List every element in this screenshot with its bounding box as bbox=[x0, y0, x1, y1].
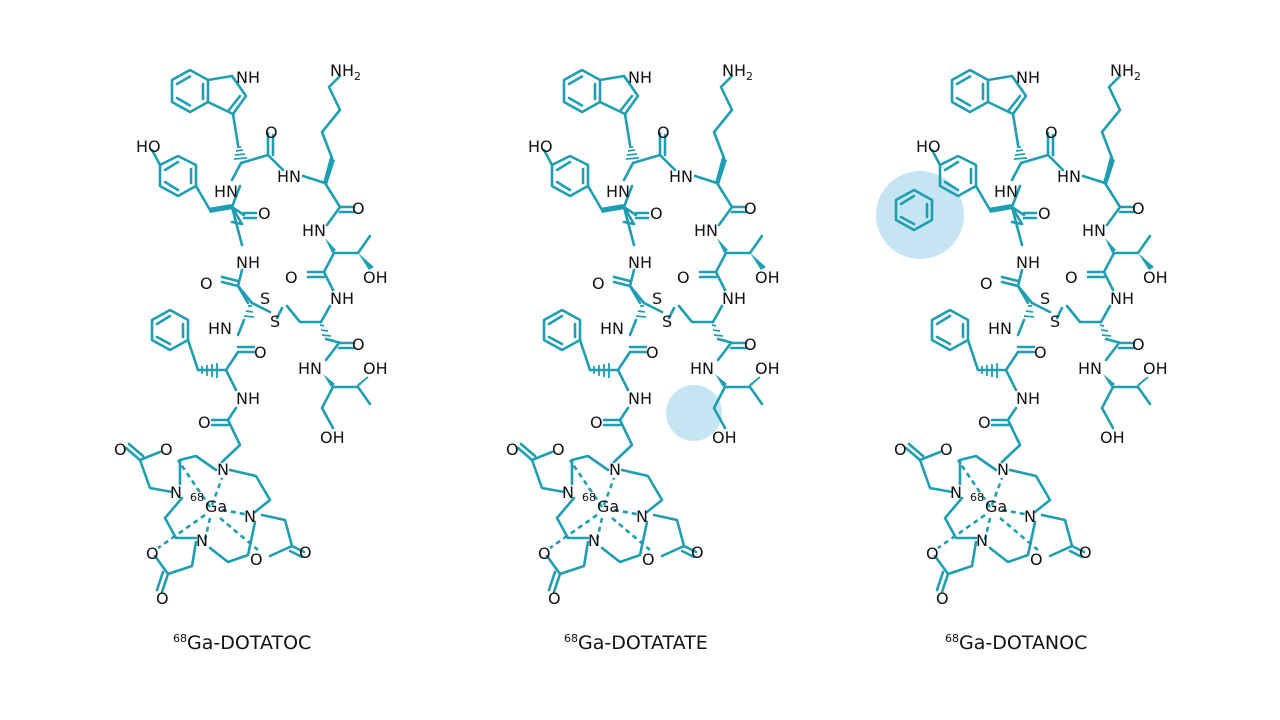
caption-dotatate: 68Ga-DOTATATE bbox=[564, 632, 708, 654]
structure-dotanoc bbox=[876, 61, 1168, 608]
highlight-carboxylic-acid bbox=[666, 385, 722, 441]
caption-dotatoc: 68Ga-DOTATOC bbox=[173, 632, 311, 654]
caption-label: Ga-DOTATATE bbox=[578, 632, 708, 654]
structure-dotatate bbox=[506, 61, 780, 608]
caption-isotope: 68 bbox=[173, 632, 187, 645]
caption-dotanoc: 68Ga-DOTANOC bbox=[945, 632, 1087, 654]
caption-isotope: 68 bbox=[564, 632, 578, 645]
caption-label: Ga-DOTANOC bbox=[959, 632, 1088, 654]
highlight-naphthyl-ring bbox=[876, 171, 964, 259]
caption-label: Ga-DOTATOC bbox=[187, 632, 312, 654]
caption-isotope: 68 bbox=[945, 632, 959, 645]
structure-dotatoc bbox=[114, 61, 388, 608]
